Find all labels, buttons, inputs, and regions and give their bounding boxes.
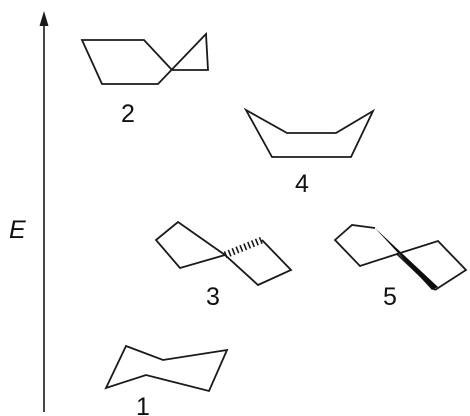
conformer-3-hashed-bond	[223, 236, 264, 259]
conformer-1: 1	[104, 344, 229, 416]
conformer-4-label: 4	[295, 170, 309, 198]
conformer-2-label: 2	[121, 100, 135, 128]
conformer-4-ring	[243, 107, 376, 158]
conformer-5: 5	[333, 224, 468, 311]
conformer-1-label: 1	[136, 393, 150, 416]
conformer-3-label: 3	[206, 283, 220, 311]
energy-axis-arrowhead	[39, 11, 49, 26]
conformer-5-ring-right	[396, 239, 468, 291]
conformer-3: 3	[154, 220, 293, 311]
conformer-2-ring	[80, 31, 209, 85]
conformer-4: 4	[243, 107, 376, 198]
conformer-2: 2	[80, 31, 209, 128]
energy-axis: E	[9, 11, 49, 412]
conformer-3-ring	[154, 220, 293, 287]
conformer-5-wedge-bond	[375, 228, 438, 290]
conformer-5-ring	[333, 224, 436, 291]
energy-axis-label: E	[9, 216, 26, 244]
conformer-5-label: 5	[383, 283, 397, 311]
conformer-1-ring	[104, 344, 229, 393]
